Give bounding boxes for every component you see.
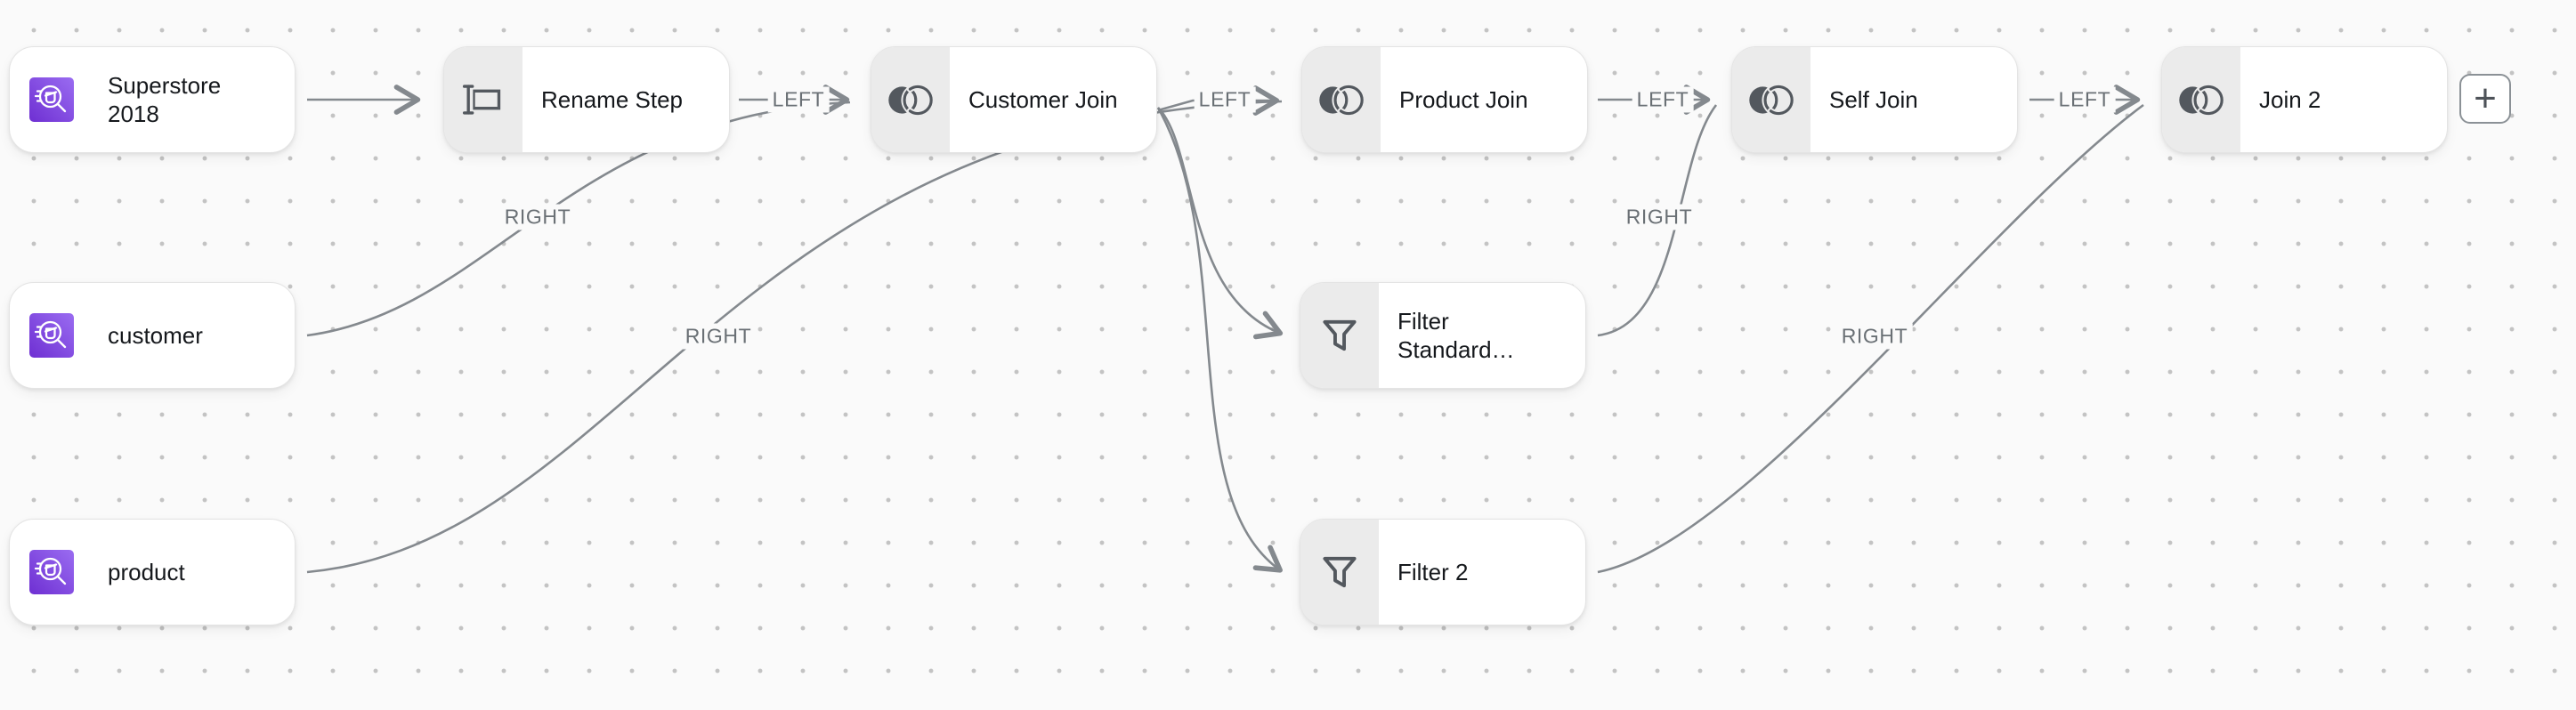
join-venn-icon — [1315, 82, 1368, 118]
node-label: Filter Standard… — [1397, 307, 1515, 364]
icon-section — [1732, 47, 1810, 152]
dataset-search-icon — [29, 313, 74, 358]
dataset-search-icon — [29, 550, 74, 594]
join-venn-icon — [1745, 82, 1798, 118]
edge-label-left-join-2: LEFT — [2054, 86, 2116, 113]
node-filter-standard[interactable]: Filter Standard… — [1300, 282, 1586, 389]
edge-filter-2-to-join-2 — [1597, 103, 2144, 574]
node-label: Customer Join — [968, 85, 1118, 113]
icon-section — [444, 47, 522, 152]
node-customer-join[interactable]: Customer Join — [871, 46, 1157, 153]
edge-label-right-customer: RIGHT — [499, 204, 576, 230]
node-rename-step[interactable]: Rename Step — [443, 46, 730, 153]
icon-section — [1300, 283, 1379, 388]
node-product-join[interactable]: Product Join — [1301, 46, 1588, 153]
edge-filter-standard-to-self-join — [1597, 104, 1718, 337]
edge-label-right-filter-2: RIGHT — [1836, 323, 1913, 350]
node-label: customer — [108, 321, 203, 349]
join-venn-icon — [2175, 82, 2228, 118]
icon-section — [871, 47, 950, 152]
edge-label-left-product-join: LEFT — [1194, 86, 1256, 113]
node-superstore-2018[interactable]: Superstore 2018 — [9, 46, 296, 153]
node-self-join[interactable]: Self Join — [1731, 46, 2018, 153]
join-venn-icon — [884, 82, 937, 118]
edge-label-left-rename-join: LEFT — [767, 86, 830, 113]
edge-label-left-self-join: LEFT — [1632, 86, 1694, 113]
icon-section — [1302, 47, 1381, 152]
rename-icon — [460, 80, 506, 119]
edge-product-to-product-join — [306, 100, 1283, 574]
edge-customer-join-to-filter-2 — [1156, 107, 1283, 573]
node-customer[interactable]: customer — [9, 282, 296, 389]
filter-funnel-icon — [1316, 549, 1363, 595]
dataset-search-icon — [29, 77, 74, 122]
edge-label-right-filter-std: RIGHT — [1621, 204, 1697, 230]
node-label: Self Join — [1829, 85, 1918, 113]
node-filter-2[interactable]: Filter 2 — [1300, 519, 1586, 625]
node-product[interactable]: product — [9, 519, 296, 625]
edge-label-right-product: RIGHT — [680, 323, 757, 350]
node-label: product — [108, 558, 185, 585]
node-label: Rename Step — [541, 85, 683, 113]
icon-section — [1300, 520, 1379, 625]
node-label: Join 2 — [2259, 85, 2321, 113]
node-label: Superstore 2018 — [108, 71, 222, 128]
node-join-2[interactable]: Join 2 — [2161, 46, 2448, 153]
edge-customer-join-to-filter-standard — [1157, 107, 1284, 340]
filter-funnel-icon — [1316, 312, 1363, 359]
node-label: Filter 2 — [1397, 558, 1469, 585]
add-step-button[interactable]: + — [2459, 74, 2511, 124]
icon-section — [2162, 47, 2240, 152]
node-label: Product Join — [1399, 85, 1528, 113]
